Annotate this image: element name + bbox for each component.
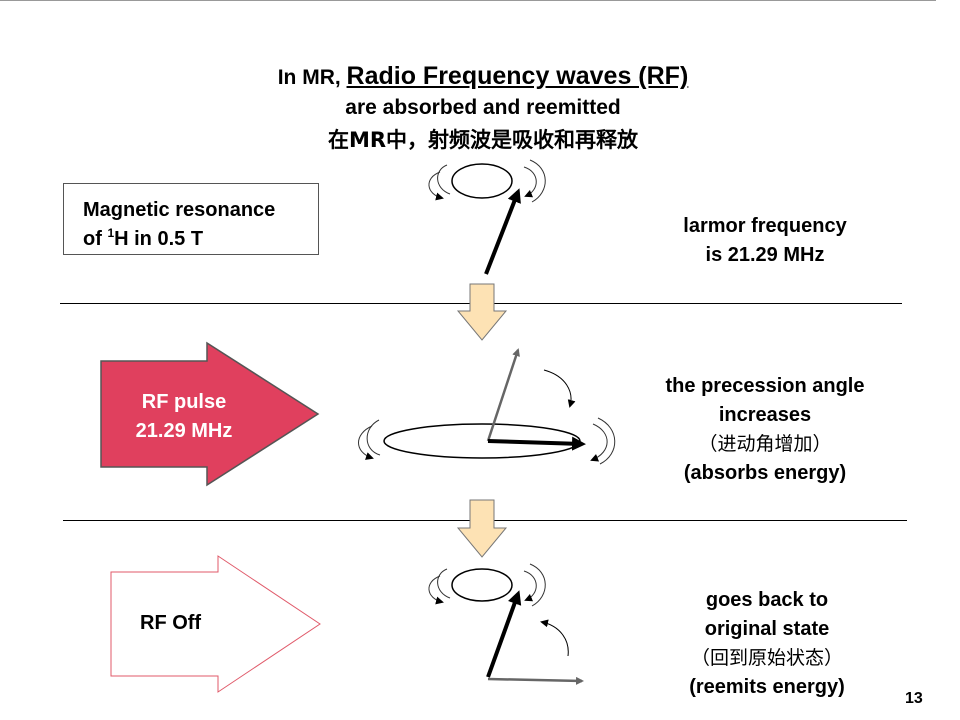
rotation-arrow-down bbox=[543, 369, 576, 408]
return-line4: (reemits energy) bbox=[689, 676, 845, 698]
rf-pulse-arrow bbox=[100, 341, 320, 487]
precession-line1: the precession angle bbox=[665, 375, 865, 397]
page-number: 13 bbox=[905, 690, 923, 707]
title-line3-chinese: 在MR中，射频波是吸收和再释放 bbox=[327, 128, 639, 152]
precession-line2: increases bbox=[718, 404, 812, 426]
larmor-line1: larmor frequency bbox=[683, 215, 847, 237]
spin-middle-ellipse bbox=[358, 417, 616, 465]
spin-top-ellipse bbox=[428, 159, 546, 203]
previous-vector-horizontal-gray bbox=[487, 676, 584, 685]
spin-bottom-ellipse bbox=[428, 563, 546, 607]
top-rule bbox=[0, 0, 936, 1]
label-line1: Magnetic resonance bbox=[83, 199, 276, 221]
rf-pulse-label: RF pulse 21.29 MHz bbox=[104, 388, 264, 446]
label-line2-suffix: H in 0.5 T bbox=[114, 228, 204, 250]
label-line2: of 1H in 0.5 T bbox=[83, 226, 204, 251]
isotope-superscript: 1 bbox=[107, 226, 115, 240]
rf-off-label: RF Off bbox=[140, 612, 202, 634]
magnetization-vector-3 bbox=[486, 590, 522, 678]
magnetization-vector-2 bbox=[487, 436, 586, 451]
rf-off-arrow bbox=[110, 555, 321, 693]
rf-pulse-line2: 21.29 MHz bbox=[135, 420, 233, 442]
return-line3-chinese: （回到原始状态） bbox=[690, 647, 843, 669]
magnetization-vector-1 bbox=[484, 188, 521, 275]
label-line2-prefix: of bbox=[83, 228, 108, 250]
slide-title: In MR, Radio Frequency waves (RF) bbox=[0, 62, 960, 91]
down-arrow-2 bbox=[456, 499, 508, 558]
rotation-arrow-up bbox=[540, 619, 569, 657]
precession-line4: (absorbs energy) bbox=[683, 462, 847, 484]
title-highlight: Radio Frequency waves (RF) bbox=[346, 62, 689, 90]
return-note: goes back to original state （回到原始状态） (re… bbox=[622, 586, 912, 702]
magnetic-resonance-label: Magnetic resonance of 1H in 0.5 T bbox=[63, 183, 319, 255]
return-line2: original state bbox=[704, 618, 830, 640]
precession-line3-chinese: （进动角增加） bbox=[698, 433, 832, 455]
title-prefix: In MR, bbox=[277, 66, 347, 89]
precession-note: the precession angle increases （进动角增加） (… bbox=[620, 372, 910, 488]
down-arrow-1 bbox=[456, 283, 508, 341]
title-line2: are absorbed and reemitted bbox=[345, 96, 621, 119]
rf-pulse-line1: RF pulse bbox=[141, 391, 227, 413]
return-line1: goes back to bbox=[705, 589, 829, 611]
larmor-line2: is 21.29 MHz bbox=[705, 244, 825, 266]
previous-vector-gray bbox=[486, 348, 520, 442]
larmor-note: larmor frequency is 21.29 MHz bbox=[620, 212, 910, 270]
